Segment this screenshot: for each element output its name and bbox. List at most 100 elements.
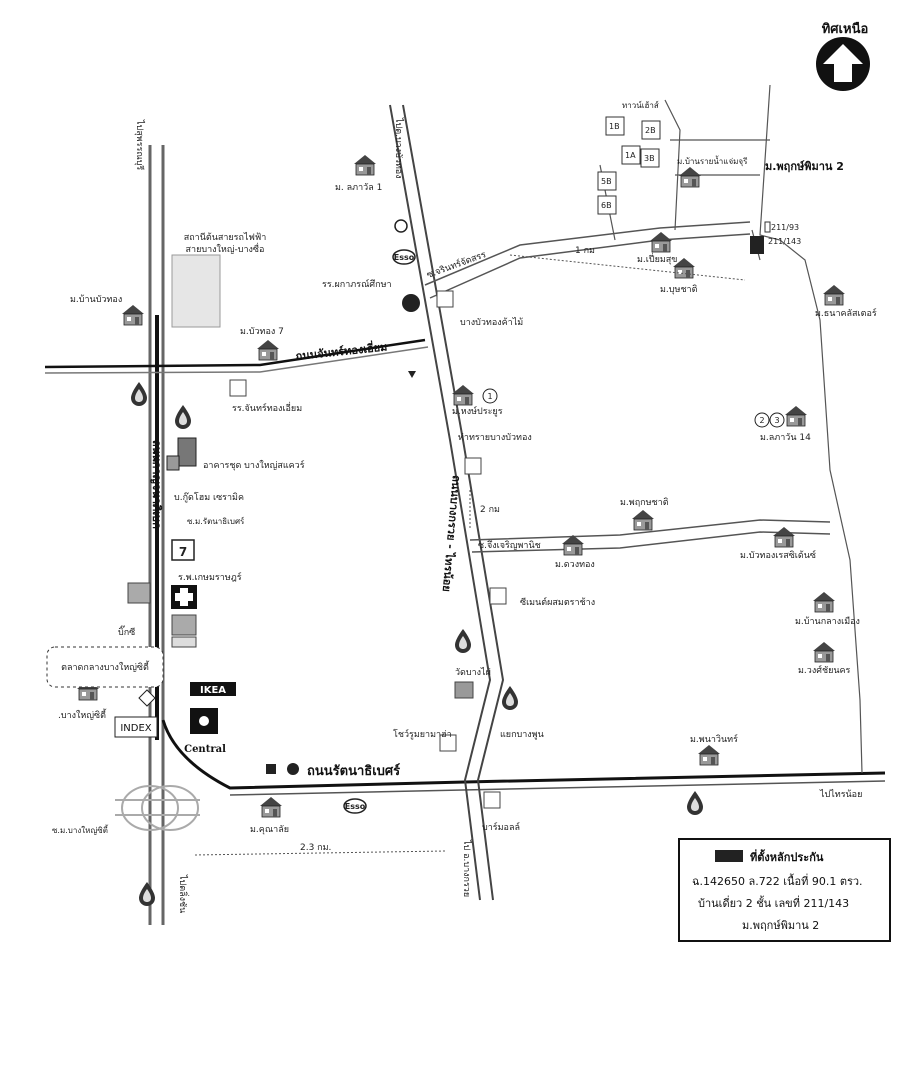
kanchanaphisek-road: [148, 145, 165, 925]
house-icon: [121, 304, 145, 326]
label-yaek-bangphun: แยกบางพูน: [500, 730, 544, 740]
label-buathong-residence: ม.บัวทองเรสซิเด้นซ์: [740, 549, 816, 561]
numbered-badges: 1 2 3: [482, 388, 785, 428]
townhouse-label: ทาวน์เฮ้าส์: [622, 100, 659, 110]
label-bansai: ม.บ้านรายน้ำแจ่มจุรี: [677, 155, 748, 166]
label-phruetchalat: ม.พฤกษชาติ: [620, 497, 669, 508]
market-box: [46, 646, 164, 688]
block-6b: 6B: [601, 201, 612, 210]
dist-2km: 2 กม: [480, 505, 500, 515]
ptt-icon: [455, 629, 471, 653]
station-label-2: สายบางใหญ่-บางซื่อ: [186, 242, 265, 255]
label-lapawan1: ม. ลภาวัล 1: [335, 183, 382, 193]
house-icon: [631, 509, 655, 531]
label-school-chanthong: รร.จันทร์ทองเอี่ยม: [232, 401, 302, 414]
label-ban-buathong: ม.บ้านบัวทอง: [70, 294, 122, 305]
condo-building-icon: [166, 437, 197, 471]
dist-1km: 1 กม: [575, 246, 595, 256]
skytrain-station-image: [171, 254, 221, 328]
house-icon: [353, 154, 377, 176]
ikea-label: IKEA: [200, 685, 226, 696]
label-hospital: ร.พ.เกษมราษฎร์: [178, 571, 242, 583]
house-icon: [451, 384, 475, 406]
label-buathong7: ม.บัวทอง 7: [240, 327, 284, 337]
block-1b: 1B: [609, 122, 620, 131]
legend-line-2: บ้านเดี่ยว 2 ชั้น เลขที่ 211/143: [698, 897, 850, 910]
house-icon: [784, 405, 808, 427]
bangyai-city-icon: [138, 689, 156, 707]
label-cement: ซีเมนต์ผสมตราช้าง: [520, 596, 595, 608]
label-pruksa2: ม.พฤกษ์พิมาน 2: [765, 160, 844, 173]
house-icon: [812, 641, 836, 663]
house-icon: [697, 744, 721, 766]
north-label: ทิศเหนือ: [822, 21, 869, 37]
label-barmall: บาร์มอลล์: [482, 821, 520, 833]
label-phanawin: ม.พนาวินทร์: [690, 733, 738, 745]
brand-blocks: 7 IKEA Central INDEX: [114, 539, 236, 755]
label-bankhlang: ม.บ้านกลางเมือง: [795, 616, 860, 627]
market-label: ตลาดกลางบางใหญ่ซิตี้: [61, 660, 150, 673]
lot-label-2: 211/143: [768, 237, 801, 246]
label-tha-sai: ท่าทรายบางบัวทอง: [458, 433, 532, 443]
chan-thong-iam-road: [44, 338, 429, 374]
ptt-icon: [175, 405, 191, 429]
label-wongchai: ม.วงศ์ชัยนคร: [798, 664, 851, 676]
label-bangyai-city: .บางใหญ่ซิตี้: [58, 708, 107, 721]
shell-icon: [408, 371, 416, 378]
legend-box: ที่ตั้งหลักประกัน ฉ.142650 ล.722 เนื้อที…: [678, 838, 891, 942]
bigc-icon: [127, 582, 151, 604]
interchange: [115, 785, 200, 831]
block-2b: 2B: [645, 126, 656, 135]
house-icon: [678, 166, 702, 188]
ptt-icon: [139, 882, 155, 906]
legend-line-1: ฉ.142650 ล.722 เนื้อที่ 90.1 ตรว.: [692, 875, 863, 888]
station-label-1: สถานีต้นสายรถไฟฟ้า: [184, 232, 267, 243]
road-label-soi-charoen: ซ.จึงเจริญพานิช: [478, 540, 541, 551]
bigc-icon: [171, 614, 197, 636]
poi-boxes: [229, 290, 507, 809]
esso-label: Esso: [345, 802, 366, 811]
label-global-house: บ.กู๊ดโฮม เซรามิค: [174, 492, 244, 503]
ratanathibet-road: [161, 719, 886, 796]
ptt-icon: [131, 382, 147, 406]
block-1a: 1A: [625, 151, 636, 160]
seven-eleven-icon: [171, 539, 195, 561]
esso-badges: Esso Esso: [343, 219, 420, 814]
label-thanakon: ม.ธนาคลัสเตอร์: [815, 307, 877, 319]
label-showroom: โชว์รูมยามาฮ่า: [393, 728, 452, 740]
block-5b: 5B: [601, 177, 612, 186]
road-label-bangkruai-sainoi: ถนนบางกรวย - ไทรน้อย: [440, 475, 464, 593]
place-labels: ไปสุพรรณบุรี ไปต.บางบัวทอง ไปตลิ่งชัน ไป…: [52, 117, 877, 913]
dist-23km: 2.3 กม.: [300, 843, 331, 853]
label-piamsuk: ม.เปี่ยมสุข: [637, 252, 677, 265]
badge-3: 3: [774, 416, 779, 425]
collateral-location: 211/93 211/143: [750, 221, 801, 254]
lot-label-1: 211/93: [771, 223, 799, 232]
svg-text:7: 7: [179, 545, 187, 559]
ptt-icon: [687, 791, 703, 815]
central-label: Central: [184, 744, 226, 755]
index-box: [114, 716, 158, 738]
house-icon: [812, 591, 836, 613]
dir-label-bangkruai: ไป อ.บางกรวย: [461, 839, 472, 897]
dir-label-sainoi: ไปไทรน้อย: [819, 789, 862, 800]
north-arrow: ทิศเหนือ: [816, 21, 870, 91]
block-3b: 3B: [644, 154, 655, 163]
badge-2: 2: [759, 416, 764, 425]
ikea-logo: [190, 682, 236, 696]
label-condo: อาคารชุด บางใหญ่สแควร์: [203, 459, 305, 471]
house-icon: [822, 284, 846, 306]
distance-markers: [194, 254, 746, 856]
dir-label-suphan: ไปสุพรรณบุรี: [134, 119, 145, 170]
label-bangbuathong-wood: บางบัวทองค้าไม้: [460, 317, 523, 328]
label-hongpraserd: ม.หงษ์ประยูร: [452, 405, 503, 417]
legend-title: ที่ตั้งหลักประกัน: [750, 851, 824, 864]
label-soi-bangyai-city: ซ.ม.บางใหญ่ซิตี้: [52, 824, 109, 835]
ratanathibet-label: ถนนรัตนาธิเบศร์: [266, 763, 400, 779]
index-label: INDEX: [120, 723, 151, 734]
esso-label: Esso: [394, 253, 415, 262]
townhouse-blocks: ทาวน์เฮ้าส์ 1B 2B 1A 3B 5B 6B: [597, 100, 661, 215]
road-label-kanchanaphisek: ถนนกาญจนาภิเษก: [150, 440, 163, 529]
badge-1: 1: [487, 392, 492, 401]
